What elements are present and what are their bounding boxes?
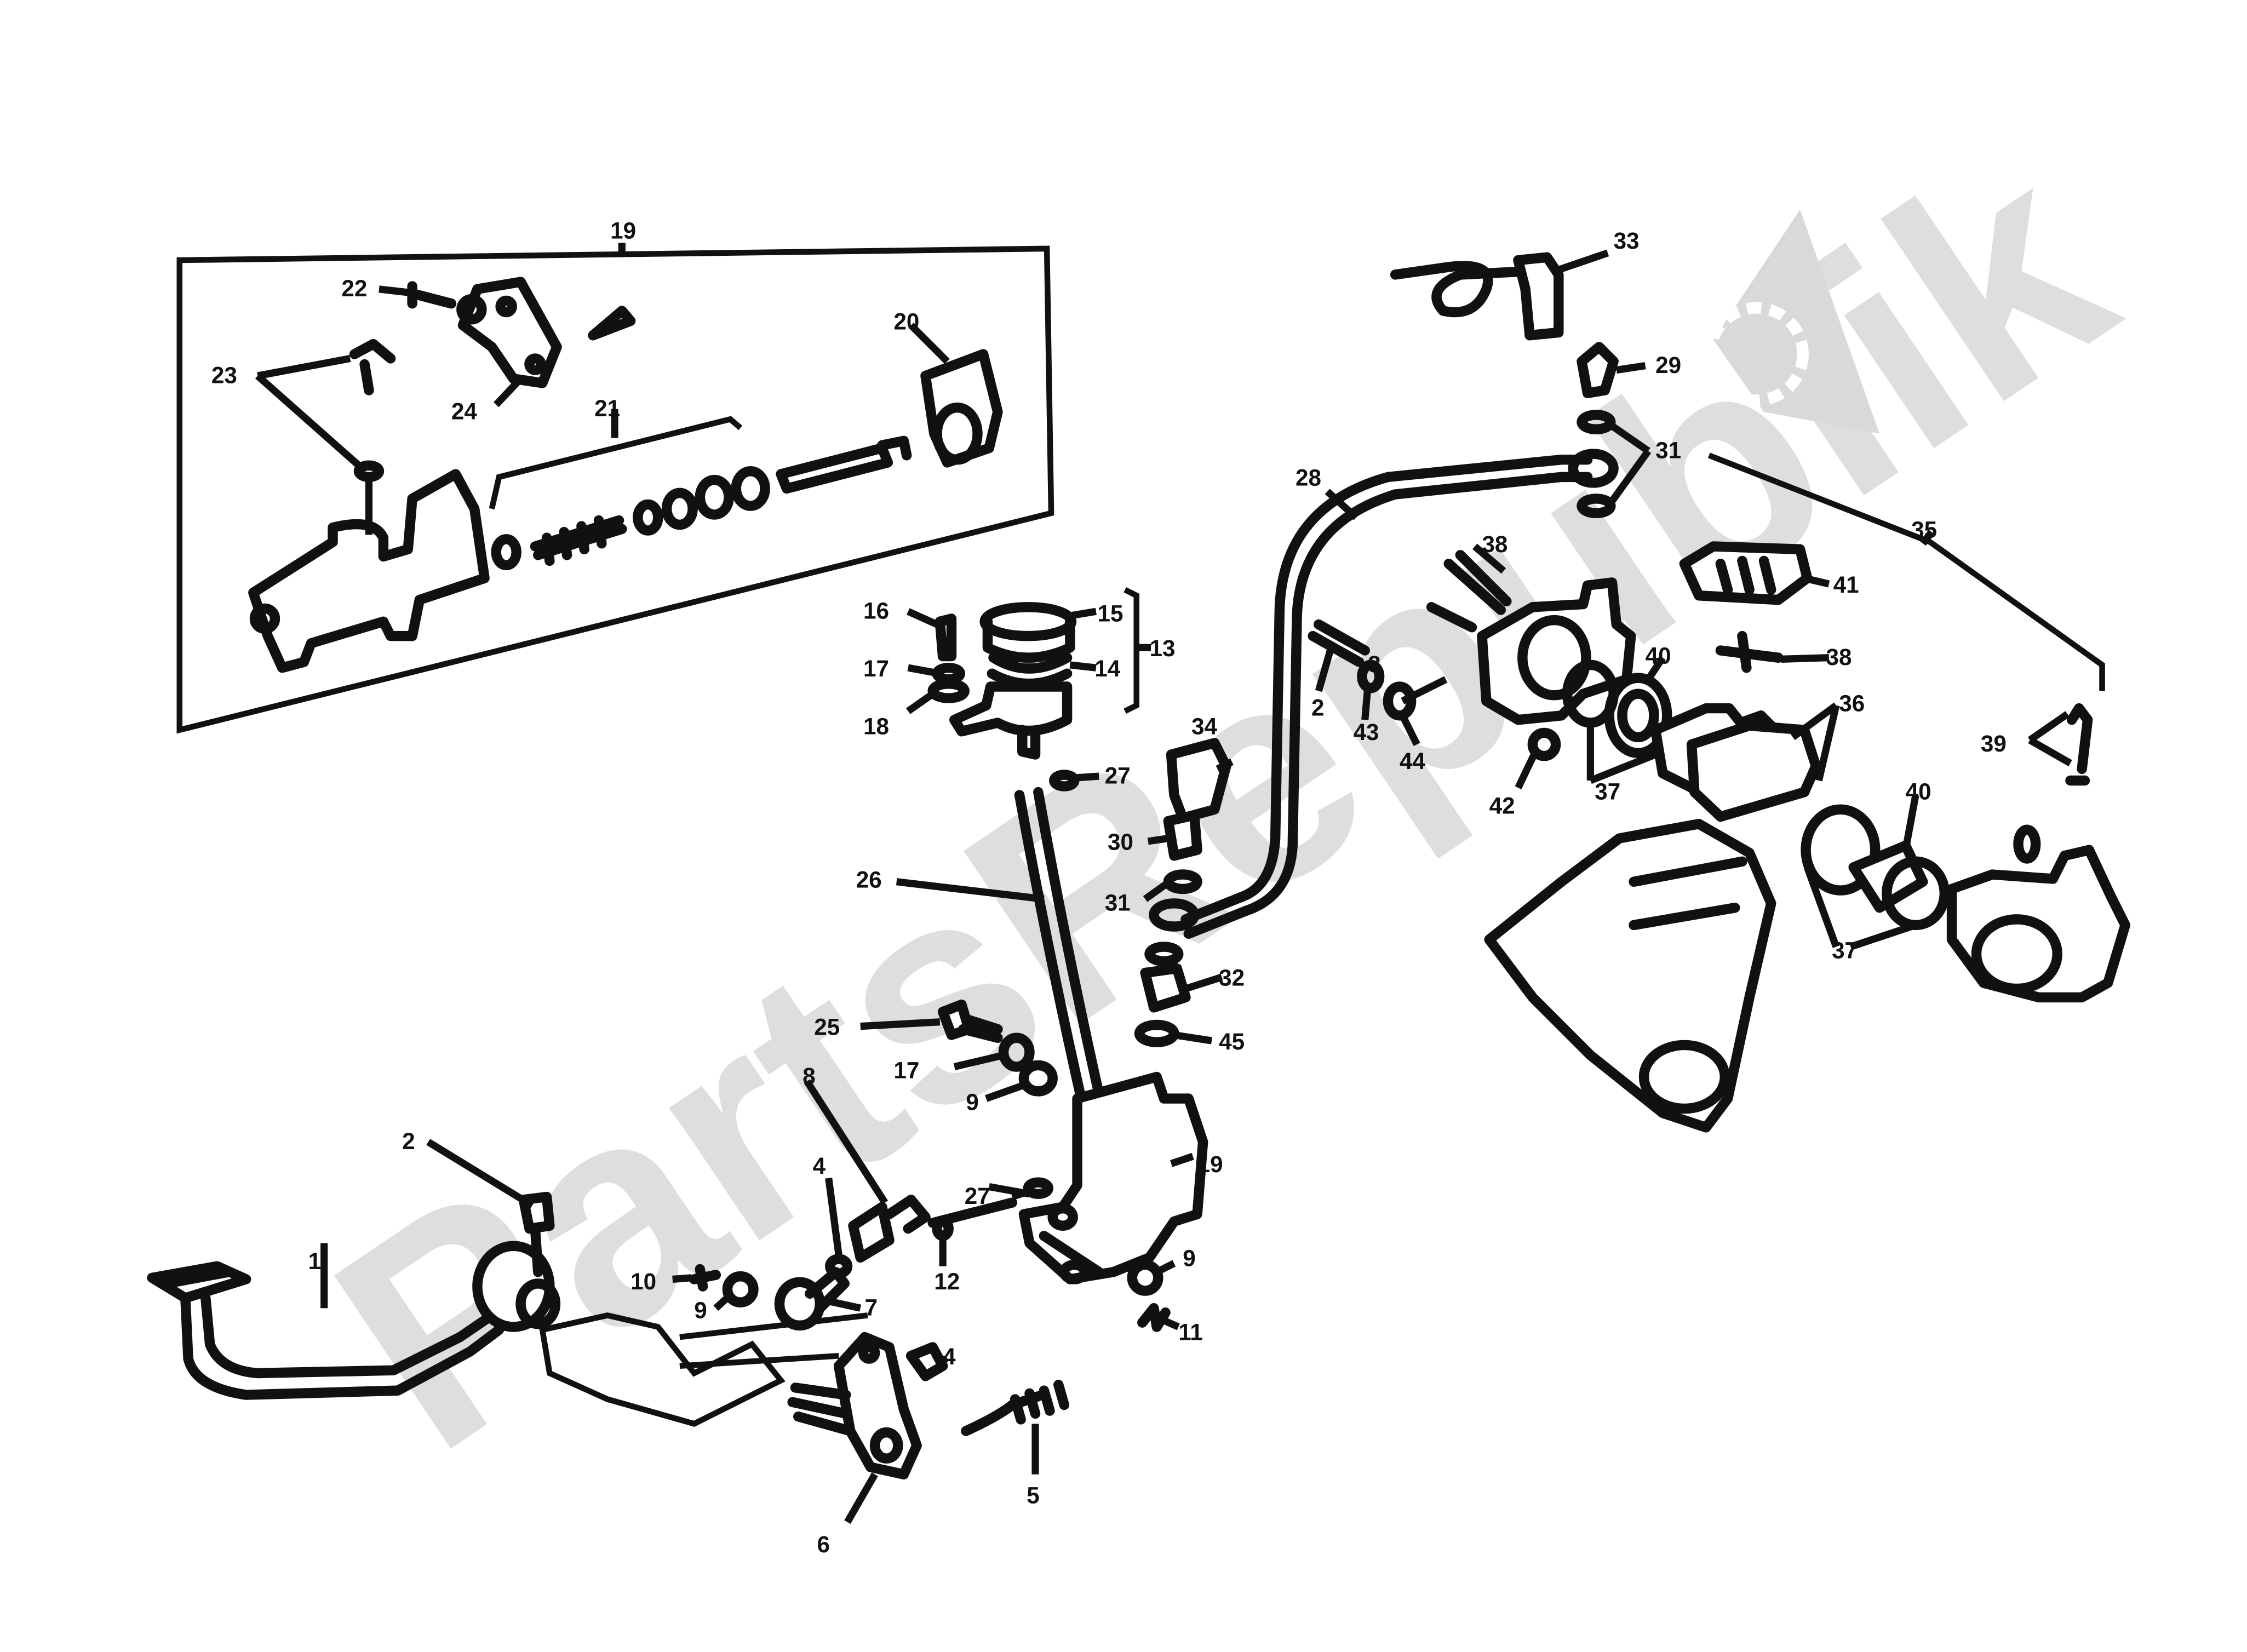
callout-23: 23 <box>211 362 237 388</box>
callout-45: 45 <box>1219 1029 1245 1054</box>
callout-14: 14 <box>1094 656 1120 681</box>
inset-frame <box>176 245 1054 734</box>
callout-15: 15 <box>1097 601 1123 627</box>
callout-27-hose: 27 <box>1105 762 1131 788</box>
callout-31-bottom: 31 <box>1105 890 1131 916</box>
callout-2-caliper: 2 <box>1311 695 1324 720</box>
reservoir-hose <box>896 770 1109 1223</box>
callout-4-linkage: 4 <box>813 1153 826 1179</box>
callout-42: 42 <box>1489 793 1515 819</box>
banjo-fitting-stack <box>1134 738 1234 1047</box>
caliper-carrier <box>1484 818 1776 1133</box>
callout-20: 20 <box>893 309 919 335</box>
callout-19-inset: 19 <box>610 217 636 243</box>
callout-11: 11 <box>1178 1319 1203 1345</box>
watermark-text: PartsRepublik <box>280 90 2165 1515</box>
callout-21: 21 <box>594 395 620 421</box>
callout-labels: 1 2 2 4 4 5 6 7 8 8 9 9 9 10 11 12 13 14… <box>211 217 2007 1557</box>
brake-pedal <box>147 1139 868 1427</box>
callout-38-right: 38 <box>1826 644 1852 670</box>
callout-36: 36 <box>1839 690 1865 716</box>
master-cylinder-body <box>248 469 490 673</box>
callout-8-caliper: 8 <box>1368 651 1380 677</box>
brake-line <box>1180 449 1619 939</box>
callout-8-pushrod: 8 <box>803 1063 815 1089</box>
callout-44: 44 <box>1400 748 1425 774</box>
watermark: PartsRepublik <box>280 90 2165 1515</box>
callout-26: 26 <box>856 867 882 892</box>
callout-2-pedal: 2 <box>402 1128 415 1154</box>
callout-29: 29 <box>1655 352 1681 378</box>
callout-22: 22 <box>341 276 367 301</box>
callout-4-nut: 4 <box>943 1344 956 1369</box>
callout-41: 41 <box>1833 572 1859 598</box>
callout-38-top: 38 <box>1482 531 1507 557</box>
fluid-reservoir <box>906 587 1151 760</box>
callout-40-right: 40 <box>1906 778 1931 804</box>
callout-6: 6 <box>817 1531 830 1557</box>
callout-9-mid: 9 <box>966 1089 978 1115</box>
callout-19-cylinder: 19 <box>1197 1151 1223 1177</box>
callout-37-left: 37 <box>1595 778 1620 804</box>
callout-17-bolt: 17 <box>893 1058 919 1083</box>
lower-master-cylinder <box>988 1071 1208 1284</box>
callout-7: 7 <box>865 1294 878 1320</box>
callout-33: 33 <box>1614 228 1640 254</box>
callout-25: 25 <box>814 1014 840 1040</box>
pedal-linkage <box>672 1177 1180 1524</box>
watermark-gear-icon <box>1704 302 1809 406</box>
callout-16: 16 <box>863 598 889 623</box>
callout-9-right: 9 <box>1183 1246 1195 1271</box>
callout-34: 34 <box>1191 714 1217 739</box>
callout-1: 1 <box>308 1248 321 1274</box>
callout-30: 30 <box>1108 829 1133 855</box>
callout-32: 32 <box>1219 965 1245 991</box>
callout-10: 10 <box>630 1269 656 1294</box>
callout-17-reservoir: 17 <box>863 656 889 681</box>
callout-12: 12 <box>934 1269 960 1294</box>
callout-18: 18 <box>863 714 889 739</box>
mount-bolt-25 <box>860 999 1058 1201</box>
callout-40-left: 40 <box>1646 643 1671 668</box>
callout-9-left: 9 <box>694 1298 707 1323</box>
callout-28: 28 <box>1296 465 1321 491</box>
upper-hose-fitting <box>1390 249 1652 519</box>
callout-43: 43 <box>1354 719 1379 745</box>
callout-37-right: 37 <box>1832 938 1858 963</box>
brake-caliper <box>1308 452 2131 1003</box>
callout-27-clip: 27 <box>965 1183 990 1209</box>
callout-13: 13 <box>1150 635 1176 661</box>
pushrod <box>804 1079 1018 1266</box>
callout-5: 5 <box>1027 1482 1039 1508</box>
callout-35: 35 <box>1911 517 1937 543</box>
master-cylinder-inset <box>176 243 1054 734</box>
callout-39: 39 <box>1981 731 2007 756</box>
callout-24: 24 <box>451 398 477 424</box>
callout-31-top: 31 <box>1655 438 1681 463</box>
